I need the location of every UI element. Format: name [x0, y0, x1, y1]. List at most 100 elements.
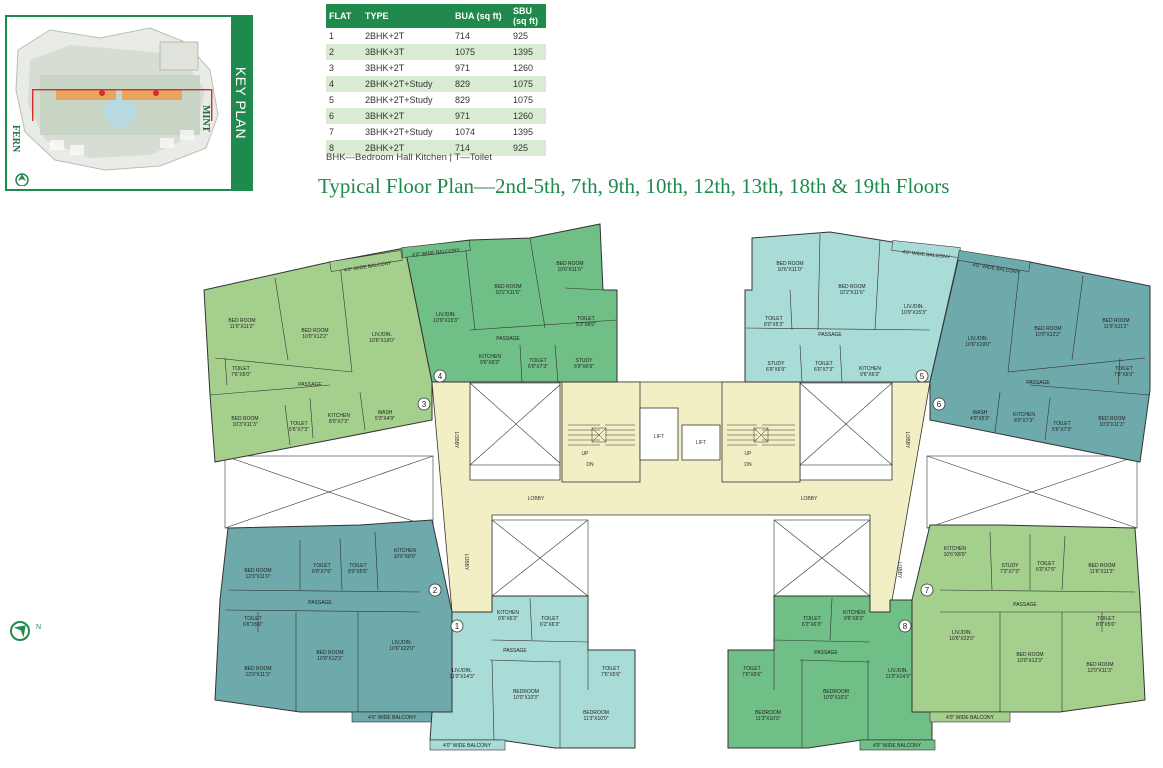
- page-title: Typical Floor Plan—2nd-5th, 7th, 9th, 10…: [318, 174, 950, 198]
- key-plan-band: KEY PLAN: [231, 17, 251, 189]
- flat4-toilet-1-size: 6'0"X7'3": [528, 364, 548, 370]
- flat6-bedroom-2-size: 11'6"X11'2": [1104, 324, 1129, 330]
- stair-right: [721, 381, 801, 483]
- flat2-bedroom-2: BED ROOM: [244, 666, 271, 672]
- flat1-bedroom-2-size: 11'3"X10'0": [583, 716, 608, 722]
- flat7-living: LIV./DIN.: [952, 630, 972, 636]
- cell: 1075: [513, 95, 534, 105]
- flat8-kitchen: KITCHEN: [843, 610, 865, 616]
- flat4-bedroom-1-size: 10'2"X11'6": [495, 290, 520, 296]
- flat7-bedroom-2: BED ROOM: [1016, 652, 1043, 658]
- flat5-toilet-1-size: 8'0"X5'3": [764, 322, 784, 328]
- flat6-passage: PASSAGE: [1026, 380, 1050, 386]
- flat7-study-size: 7'2"X7'3": [1000, 569, 1020, 575]
- cell: 3BHK+3T: [362, 44, 452, 60]
- flat7-toilet-1: TOILET: [1037, 561, 1054, 567]
- flat8-toilet-2-size: 7'6"X5'6": [742, 672, 762, 678]
- flat6-toilet-1: TOILET: [1115, 366, 1132, 372]
- flat-2: 4'0" WIDE BALCONY BED ROOM 12'3"X11'0" T…: [214, 519, 453, 723]
- flat8-kitchen-size: 9'6"X6'3": [844, 616, 864, 622]
- cell: 714: [452, 140, 510, 156]
- flat8-passage: PASSAGE: [814, 650, 838, 656]
- flat7-toilet-2-size: 8'0"X5'6": [1096, 622, 1116, 628]
- flat2-toilet-2-size: 8'0"X5'6": [348, 569, 368, 575]
- flat3-bedroom-2-size: 10'0"X12'2": [302, 334, 328, 340]
- flat6-toilet-2-size: 5'6"X7'3": [1052, 427, 1072, 433]
- flat3-bedroom-3: BED ROOM: [231, 416, 258, 422]
- flat3-wash-size: 5'3"X4'9": [375, 416, 395, 422]
- flat7-bedroom-1: BED ROOM: [1088, 563, 1115, 569]
- cell: 4: [326, 76, 362, 92]
- flat5-living: LIV./DIN.: [904, 304, 924, 310]
- flat2-living-size: 10'6"X22'0": [389, 646, 415, 652]
- flat4-balcony-label: 4'0" WIDE BALCONY: [412, 247, 461, 258]
- cell: 829: [455, 95, 471, 105]
- flat3-passage: PASSAGE: [298, 382, 322, 388]
- lobby-label-upper-left: LOBBY: [453, 432, 459, 449]
- stair-treads: [568, 424, 795, 446]
- lift-1-label: LIFT: [654, 434, 664, 440]
- flat8-toilet-2: TOILET: [743, 666, 760, 672]
- flat1-kitchen-size: 9'6"X6'3": [498, 616, 518, 622]
- flat4-bedroom-2: BED ROOM: [556, 261, 583, 267]
- cell: 6: [326, 108, 362, 124]
- flat6-kitchen: KITCHEN: [1013, 412, 1035, 418]
- flat-8: 4'0" WIDE BALCONY TOILET 6'2"X6'3" KITCH…: [727, 595, 936, 751]
- flat6-kitchen-size: 8'0"X7'3": [1014, 418, 1034, 424]
- flat2-bedroom-1-size: 12'3"X11'0": [245, 574, 270, 580]
- lobby-area: [431, 381, 931, 613]
- lobby-label-right: LOBBY: [801, 496, 818, 502]
- svg-text:N: N: [36, 624, 41, 631]
- flat4-bedroom-2-size: 10'6"X11'0": [557, 267, 582, 273]
- flat6-bedroom-3: BED ROOM: [1098, 416, 1125, 422]
- cell: 2BHK+2T: [365, 31, 405, 41]
- flat1-passage: PASSAGE: [503, 648, 527, 654]
- key-plan: FERN MINT KEY PLAN: [5, 15, 253, 191]
- cell: 2BHK+2T+Study: [362, 76, 452, 92]
- lobby-label-upper-right: LOBBY: [904, 432, 910, 449]
- flat-number-markers: 1 2 3 4 5 6 7 8: [417, 369, 946, 633]
- cell: 925: [513, 31, 529, 41]
- flat7-kitchen-size: 10'6"X8'0": [944, 552, 967, 558]
- flat8-living-size: 11'0"X14'3": [885, 674, 910, 680]
- cell: 2BHK+2T: [362, 140, 452, 156]
- flat3-living-size: 10'6"X19'0": [369, 338, 395, 344]
- flat-6: 4'0" WIDE BALCONY LIV./DIN. 10'6"X19'0" …: [929, 250, 1151, 463]
- flat-number-6: 6: [937, 400, 942, 409]
- cell: 5: [329, 95, 335, 105]
- lift-2-label: LIFT: [696, 440, 706, 446]
- flat7-balcony-label: 4'0" WIDE BALCONY: [946, 715, 995, 721]
- flat-number-7: 7: [925, 586, 930, 595]
- flat1-balcony-label: 4'0" WIDE BALCONY: [443, 743, 492, 749]
- flat-1: 4'0" WIDE BALCONY KITCHEN 9'6"X6'3" TOIL…: [429, 595, 636, 751]
- flat-number-3: 3: [422, 400, 427, 409]
- flat3-kitchen: KITCHEN: [328, 413, 350, 419]
- flat2-kitchen: KITCHEN: [394, 548, 416, 554]
- flat5-bedroom-1: BED ROOM: [776, 261, 803, 267]
- flat6-bedroom-2: BED ROOM: [1102, 318, 1129, 324]
- cell: 8: [326, 140, 362, 156]
- flat-number-4: 4: [438, 372, 443, 381]
- col-flat: FLAT: [326, 4, 362, 28]
- flat2-toilet-3: TOILET: [244, 616, 261, 622]
- cell: 829: [452, 76, 510, 92]
- col-bua: BUA (sq ft): [452, 4, 510, 28]
- flat4-toilet-2: TOILET: [577, 316, 594, 322]
- cell: 1260: [513, 63, 534, 73]
- flat5-kitchen-size: 9'6"X6'3": [860, 372, 880, 378]
- flat-7: 4'0" WIDE BALCONY KITCHEN 10'6"X8'0" STU…: [911, 524, 1146, 723]
- cell: 3BHK+2T: [365, 63, 405, 73]
- flat7-toilet-1-size: 6'0"X7'6": [1036, 567, 1056, 573]
- flat4-kitchen-size: 9'6"X6'3": [480, 360, 500, 366]
- flat3-bedroom-2: BED ROOM: [301, 328, 328, 334]
- flat7-bedroom-3-size: 12'0"X11'3": [1087, 668, 1112, 674]
- flat5-bedroom-2: BED ROOM: [838, 284, 865, 290]
- flat5-balcony-label: 4'0" WIDE BALCONY: [902, 250, 951, 261]
- flat5-toilet-2: TOILET: [815, 361, 832, 367]
- lift-2: [681, 424, 721, 461]
